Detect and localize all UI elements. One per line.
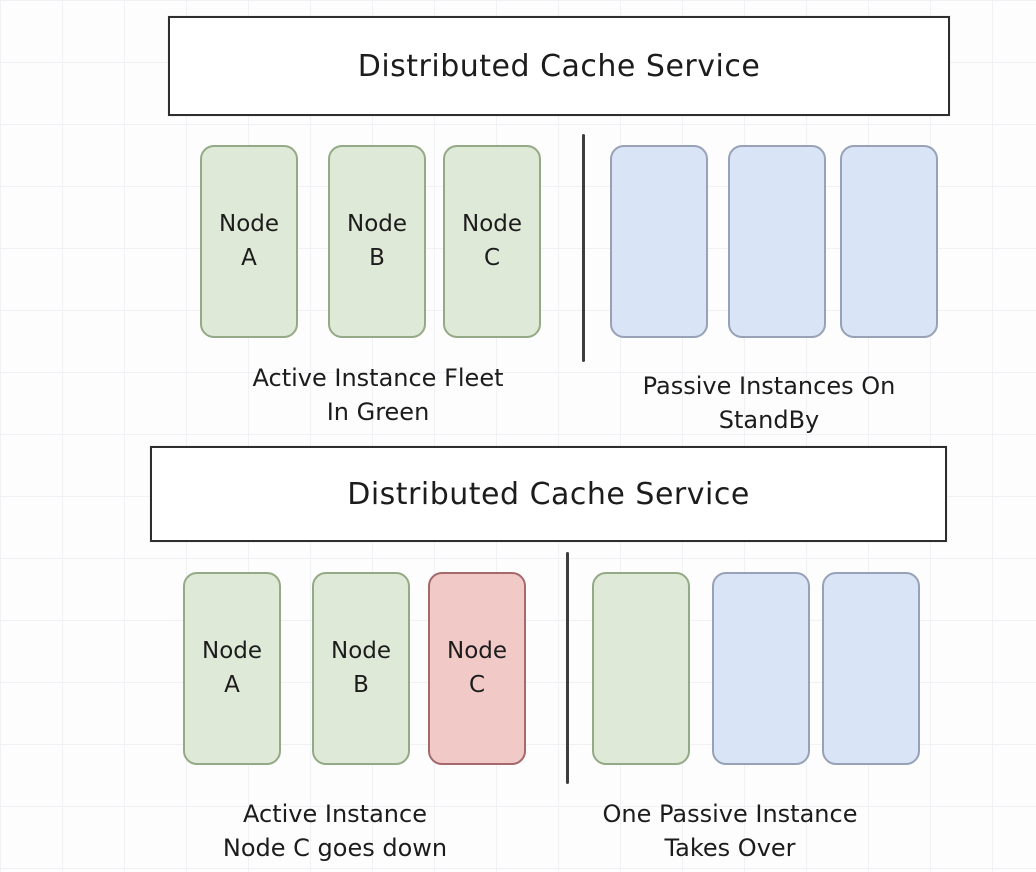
cache-service-title-2: Distributed Cache Service <box>347 476 750 512</box>
cache-service-title-box-2: Distributed Cache Service <box>150 446 947 542</box>
active-node-c-panel1: Node C <box>443 145 541 338</box>
passive-fleet-caption-panel1: Passive Instances On StandBy <box>589 369 949 437</box>
passive-node-2-panel1 <box>728 145 826 338</box>
caption-line2: In Green <box>326 398 430 426</box>
passive-node-1-panel1 <box>610 145 708 338</box>
passive-node-2-panel2 <box>712 572 810 765</box>
node-label-line1: Node <box>346 211 408 238</box>
cache-service-title-1: Distributed Cache Service <box>357 48 761 84</box>
passive-node-3-panel2 <box>822 572 920 765</box>
node-label-line2: B <box>369 244 385 271</box>
caption-line1: One Passive Instance <box>602 800 858 828</box>
node-label-line1: Node <box>446 638 508 665</box>
active-fleet-caption-panel1: Active Instance Fleet In Green <box>198 361 558 429</box>
active-node-a-panel1: Node A <box>200 145 298 338</box>
caption-line2: StandBy <box>718 406 820 434</box>
caption-line2: Node C goes down <box>222 834 448 862</box>
node-label-line1: Node <box>461 211 523 238</box>
caption-line1: Active Instance <box>243 800 427 828</box>
node-label-line2: B <box>353 671 369 698</box>
node-label-line2: A <box>224 671 240 698</box>
caption-line1: Active Instance Fleet <box>252 364 504 392</box>
node-label-line1: Node <box>218 211 280 238</box>
caption-line2: Takes Over <box>664 834 796 862</box>
cache-service-title-box-1: Distributed Cache Service <box>168 16 950 116</box>
node-label-line2: A <box>241 244 257 271</box>
fleet-divider-panel2 <box>566 552 569 784</box>
fleet-divider-panel1 <box>582 134 585 362</box>
node-label-line1: Node <box>330 638 392 665</box>
active-node-a-panel2: Node A <box>183 572 281 765</box>
active-node-b-panel1: Node B <box>328 145 426 338</box>
node-label-line1: Node <box>201 638 263 665</box>
node-label-line2: C <box>483 244 501 271</box>
passive-fleet-caption-panel2: One Passive Instance Takes Over <box>550 797 910 865</box>
node-label-line2: C <box>468 671 486 698</box>
caption-line1: Passive Instances On <box>642 372 896 400</box>
takeover-node-panel2 <box>592 572 690 765</box>
active-node-b-panel2: Node B <box>312 572 410 765</box>
down-node-c-panel2: Node C <box>428 572 526 765</box>
passive-node-3-panel1 <box>840 145 938 338</box>
active-fleet-caption-panel2: Active Instance Node C goes down <box>155 797 515 865</box>
